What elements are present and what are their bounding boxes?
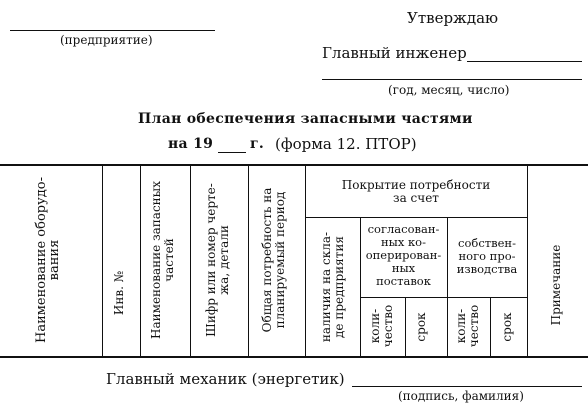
signature-caption: (подпись, фамилия) (398, 389, 524, 403)
year-line (218, 152, 246, 153)
row-divider (360, 297, 527, 298)
plan-year-prefix: на 19 (168, 136, 214, 152)
plan-year-suffix: г. (250, 136, 265, 152)
enterprise-line (10, 30, 215, 31)
col-term1: срок (414, 312, 428, 342)
col-inv: Инв. № (112, 270, 126, 316)
col-term2: срок (500, 312, 514, 342)
col-code: Шифр или номер черте- жа, детали (204, 183, 231, 337)
row-divider (305, 217, 527, 218)
col-divider (102, 165, 103, 356)
chief-mechanic-line (352, 386, 582, 387)
table-top-border (0, 164, 588, 166)
date-line (322, 79, 582, 80)
col-divider (140, 165, 141, 356)
agreed-header: согласован- ных ко- оперирован- ных пост… (365, 222, 442, 288)
chief-engineer-line (467, 61, 582, 62)
table-bottom-border (0, 356, 588, 358)
col-divider (360, 217, 361, 356)
col-equipment: Наименование оборудо- вания (34, 177, 62, 343)
parts-table: Наименование оборудо- вания Инв. № Наиме… (0, 157, 588, 358)
col-divider (248, 165, 249, 356)
col-stock: наличия на скла- де предприятия (319, 231, 346, 343)
col-qty2: коли- чество (454, 304, 481, 348)
col-divider (405, 297, 406, 356)
chief-engineer-label: Главный инженер (322, 44, 467, 62)
coverage-header: Покрытие потребности за счет (341, 178, 491, 205)
col-divider (305, 165, 306, 356)
approved-label: Утверждаю (407, 9, 499, 27)
enterprise-caption: (предприятие) (60, 33, 153, 47)
col-total: Общая потребность на планируемый период (260, 187, 287, 333)
col-divider (190, 165, 191, 356)
form-label: (форма 12. ПТОР) (275, 135, 417, 153)
own-header: собствен- ного про- изводства (456, 236, 518, 276)
col-divider (527, 165, 528, 356)
col-parts: Наименование запасных частей (149, 181, 176, 339)
col-note: Примечание (549, 244, 563, 326)
date-caption: (год, месяц, число) (388, 83, 510, 97)
chief-mechanic-label: Главный механик (энергетик) (106, 370, 345, 388)
col-divider (490, 297, 491, 356)
plan-title: План обеспечения запасными частями (138, 111, 473, 127)
col-qty1: коли- чество (368, 304, 395, 348)
col-divider (447, 217, 448, 356)
